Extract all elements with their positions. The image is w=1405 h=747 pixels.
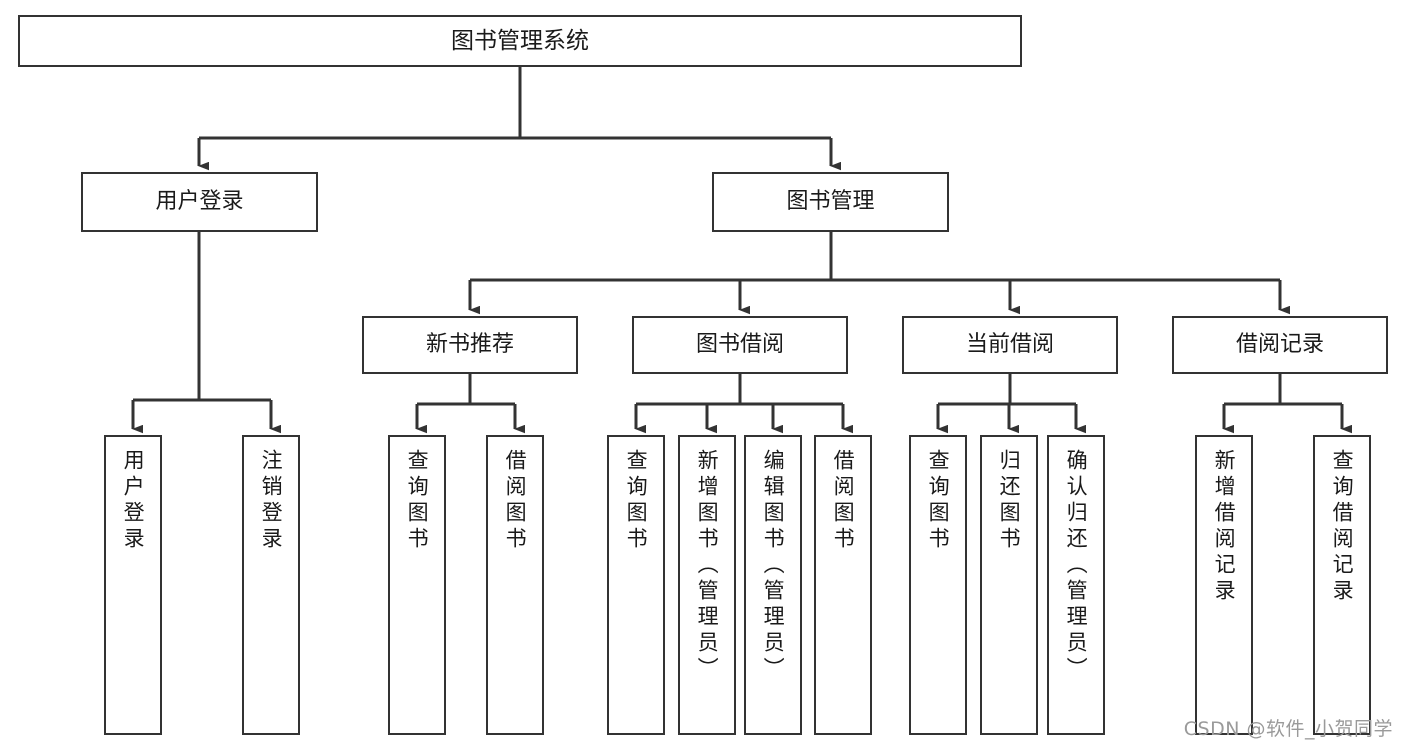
node-current-borrow-label: 当前借阅 [965,332,1054,358]
node-leaf-borrow-book-1-label: 借阅图书 [503,449,528,553]
node-leaf-borrow-book-2[interactable]: 借阅图书 [814,435,872,735]
node-leaf-add-record-label: 新增借阅记录 [1212,449,1237,605]
node-borrow-record[interactable]: 借阅记录 [1172,316,1388,374]
node-new-book-recommend[interactable]: 新书推荐 [362,316,578,374]
node-book-borrow[interactable]: 图书借阅 [632,316,848,374]
node-leaf-user-login-label: 用户登录 [121,449,146,553]
node-root-system[interactable]: 图书管理系统 [18,15,1022,67]
node-leaf-query-book-1-label: 查询图书 [405,449,430,553]
node-leaf-edit-book[interactable]: 编辑图书（管理员） [744,435,802,735]
watermark-text: CSDN @软件_小贺同学 [1183,718,1393,740]
node-leaf-edit-book-label: 编辑图书（管理员） [761,449,786,683]
node-leaf-return-book[interactable]: 归还图书 [980,435,1038,735]
node-leaf-query-book-3[interactable]: 查询图书 [909,435,967,735]
node-user-login-label: 用户登录 [155,189,244,215]
node-leaf-query-book-3-label: 查询图书 [926,449,951,553]
node-leaf-confirm-return-label: 确认归还（管理员） [1064,449,1089,683]
node-current-borrow[interactable]: 当前借阅 [902,316,1118,374]
node-leaf-query-book-2[interactable]: 查询图书 [607,435,665,735]
node-book-management[interactable]: 图书管理 [712,172,949,232]
node-leaf-add-book[interactable]: 新增图书（管理员） [678,435,736,735]
node-leaf-query-book-2-label: 查询图书 [624,449,649,553]
node-new-book-recommend-label: 新书推荐 [425,332,514,358]
node-borrow-record-label: 借阅记录 [1235,332,1324,358]
node-leaf-confirm-return[interactable]: 确认归还（管理员） [1047,435,1105,735]
node-book-borrow-label: 图书借阅 [695,332,784,358]
node-user-login[interactable]: 用户登录 [81,172,318,232]
node-leaf-add-book-label: 新增图书（管理员） [695,449,720,683]
node-leaf-query-record-label: 查询借阅记录 [1330,449,1355,605]
node-leaf-query-book-1[interactable]: 查询图书 [388,435,446,735]
node-leaf-user-login[interactable]: 用户登录 [104,435,162,735]
node-leaf-borrow-book-1[interactable]: 借阅图书 [486,435,544,735]
node-leaf-add-record[interactable]: 新增借阅记录 [1195,435,1253,735]
node-leaf-borrow-book-2-label: 借阅图书 [831,449,856,553]
node-root-system-label: 图书管理系统 [451,27,589,54]
node-leaf-logout-login[interactable]: 注销登录 [242,435,300,735]
node-leaf-return-book-label: 归还图书 [997,449,1022,553]
node-book-management-label: 图书管理 [786,189,875,215]
node-leaf-query-record[interactable]: 查询借阅记录 [1313,435,1371,735]
node-leaf-logout-login-label: 注销登录 [259,449,284,553]
